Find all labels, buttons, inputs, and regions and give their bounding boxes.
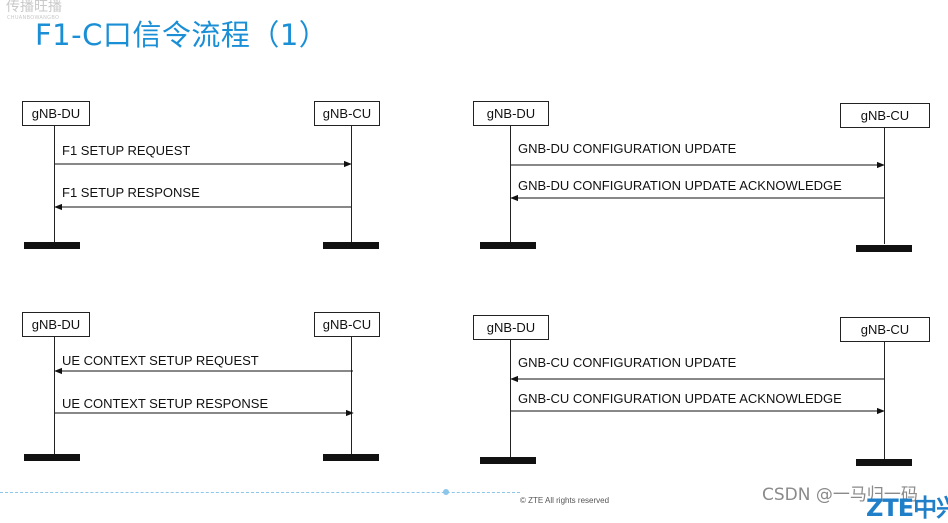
node-gnb-cu: gNB-CU	[314, 312, 380, 337]
copyright-text: © ZTE All rights reserved	[520, 496, 610, 505]
node-gnb-cu: gNB-CU	[840, 317, 930, 342]
lifeline-gnb-du	[510, 340, 511, 457]
node-gnb-du: gNB-DU	[22, 312, 90, 337]
lifeline-end-bar	[323, 242, 379, 249]
lifeline-end-bar	[24, 242, 80, 249]
message-label: UE CONTEXT SETUP REQUEST	[62, 353, 259, 368]
slide-title: F1-C口信令流程（1）	[35, 18, 329, 52]
message-label: GNB-DU CONFIGURATION UPDATE ACKNOWLEDGE	[518, 178, 842, 193]
lifeline-gnb-du	[510, 126, 511, 242]
lifeline-gnb-du	[54, 126, 55, 242]
node-gnb-cu: gNB-CU	[840, 103, 930, 128]
lifeline-end-bar	[480, 457, 536, 464]
zte-logo: ZTE中兴	[866, 494, 948, 522]
lifeline-end-bar	[480, 242, 536, 249]
lifeline-end-bar	[24, 454, 80, 461]
node-gnb-du: gNB-DU	[473, 315, 549, 340]
watermark-logo-subtitle: CHUANBOWANGBO	[7, 15, 60, 21]
message-label: UE CONTEXT SETUP RESPONSE	[62, 396, 269, 411]
message-label: F1 SETUP REQUEST	[62, 143, 191, 158]
lifeline-end-bar	[856, 245, 912, 252]
lifeline-end-bar	[856, 459, 912, 466]
message-label: F1 SETUP RESPONSE	[62, 185, 200, 200]
lifeline-gnb-cu	[884, 128, 885, 244]
csdn-watermark: CSDN @一马归一码	[762, 485, 918, 505]
lifeline-end-bar	[323, 454, 379, 461]
footer-divider-dot	[443, 489, 449, 495]
watermark-logo: 传播旺播	[6, 0, 62, 15]
lifeline-gnb-cu	[351, 126, 352, 242]
message-label: GNB-DU CONFIGURATION UPDATE	[518, 141, 737, 156]
lifeline-gnb-cu	[884, 342, 885, 459]
node-gnb-du: gNB-DU	[473, 101, 549, 126]
node-gnb-cu: gNB-CU	[314, 101, 380, 126]
message-label: GNB-CU CONFIGURATION UPDATE ACKNOWLEDGE	[518, 391, 842, 406]
message-label: GNB-CU CONFIGURATION UPDATE	[518, 355, 737, 370]
node-gnb-du: gNB-DU	[22, 101, 90, 126]
footer-divider	[0, 492, 520, 493]
lifeline-gnb-cu	[351, 337, 352, 454]
lifeline-gnb-du	[54, 337, 55, 454]
message-arrows	[54, 160, 885, 417]
